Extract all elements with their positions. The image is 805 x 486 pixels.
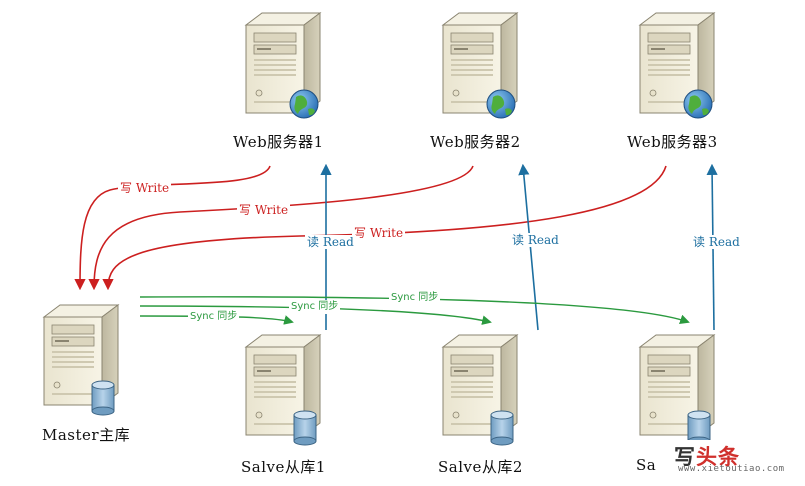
watermark-brand: 写头条 <box>674 441 740 471</box>
write-label-3: 写 Write <box>352 226 406 240</box>
web-server-1-label: Web服务器1 <box>233 133 324 151</box>
watermark-brand-black: 写 <box>674 445 696 469</box>
watermark-logo: 写头条 www.xietoutiao.com <box>662 440 805 478</box>
database-icon <box>91 380 115 416</box>
web-server-2-label: Web服务器2 <box>430 133 521 151</box>
web-server-3 <box>639 12 715 119</box>
slave-server-2 <box>442 334 518 446</box>
sync-label-3: Sync 同步 <box>389 291 441 305</box>
write-arrow-3 <box>102 165 667 291</box>
read-label-3: 读 Read <box>691 235 742 249</box>
watermark-brand-red: 头条 <box>696 445 740 469</box>
web-server-1 <box>245 12 321 119</box>
sync-label-2: Sync 同步 <box>289 300 341 314</box>
master-server <box>43 304 119 416</box>
sync-arrow-3 <box>139 296 690 325</box>
globe-icon <box>683 89 713 119</box>
write-label-2: 写 Write <box>237 203 291 217</box>
write-label-1: 写 Write <box>118 181 172 195</box>
write-arrow-1 <box>74 165 271 291</box>
read-arrow-2 <box>518 163 539 331</box>
read-label-2: 读 Read <box>510 233 561 247</box>
slave-3-label: Sa <box>636 456 657 474</box>
write-arrow-2 <box>88 165 474 291</box>
master-label: Master主库 <box>42 426 131 444</box>
database-icon <box>293 410 317 446</box>
web-server-3-label: Web服务器3 <box>627 133 718 151</box>
database-icon <box>490 410 514 446</box>
slave-1-label: Salve从库1 <box>241 458 326 476</box>
web-server-2 <box>442 12 518 119</box>
globe-icon <box>289 89 319 119</box>
sync-label-1: Sync 同步 <box>188 310 240 324</box>
slave-2-label: Salve从库2 <box>438 458 523 476</box>
watermark-url: www.xietoutiao.com <box>678 464 785 474</box>
slave-server-1 <box>245 334 321 446</box>
globe-icon <box>486 89 516 119</box>
slave-server-3 <box>639 334 715 446</box>
read-label-1: 读 Read <box>305 235 356 249</box>
